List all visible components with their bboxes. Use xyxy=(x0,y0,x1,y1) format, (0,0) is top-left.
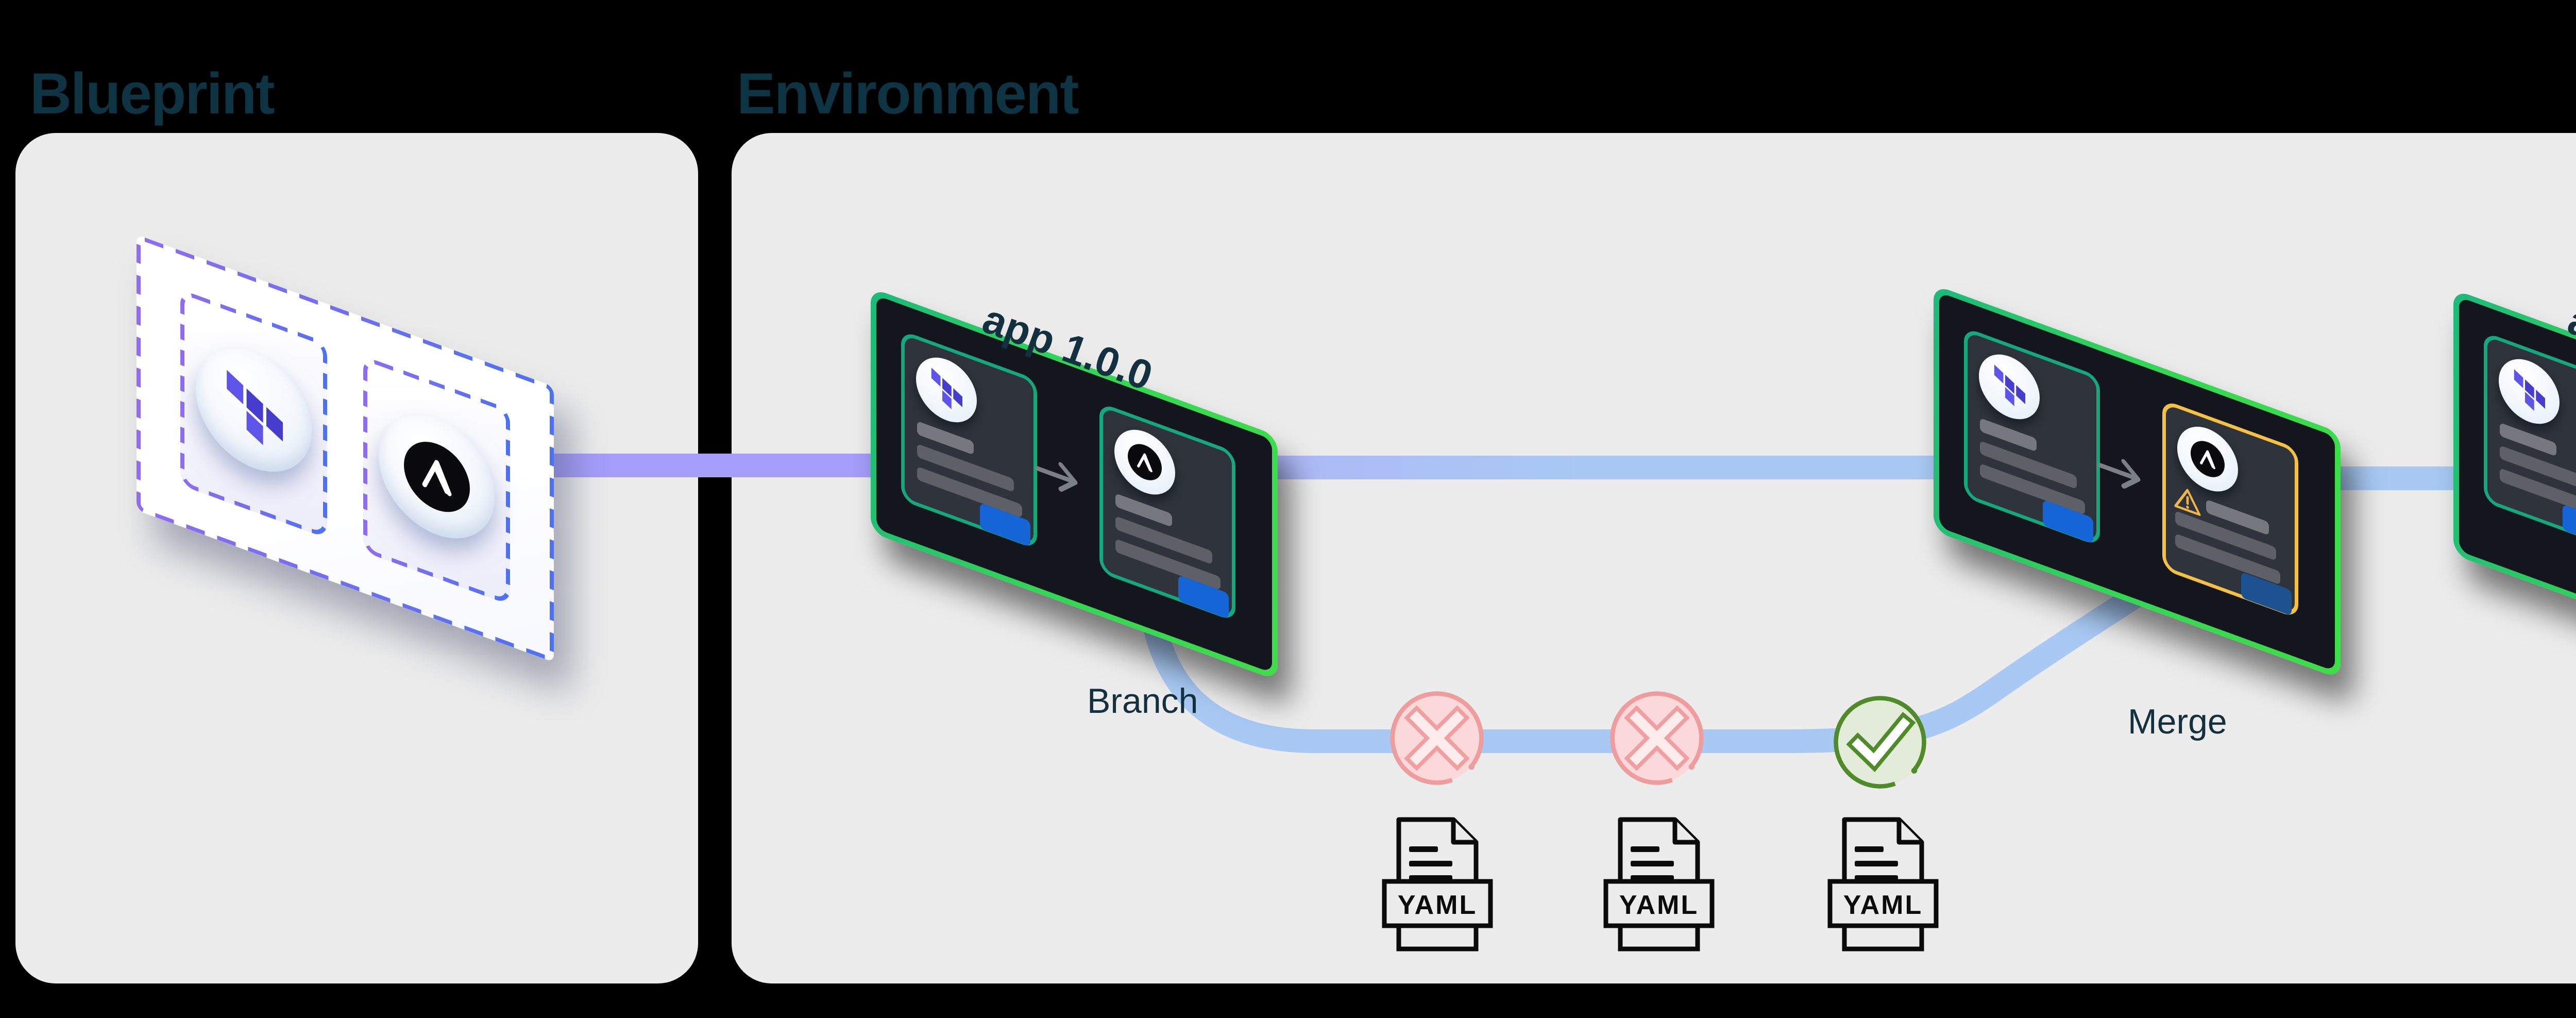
blueprint-ansible-slot xyxy=(363,356,510,605)
arrow-right-icon xyxy=(2097,459,2141,489)
ansible-logo xyxy=(2200,450,2215,470)
app1-card xyxy=(871,288,1278,681)
app1-terraform-panel xyxy=(901,330,1037,550)
yaml-file-icon: YAML xyxy=(1826,814,1940,953)
arrow-right-icon xyxy=(1035,462,1078,492)
terraform-chip xyxy=(1979,345,2040,428)
blueprint-card xyxy=(137,235,554,662)
blueprint-terraform-slot xyxy=(180,289,327,539)
fail-icon xyxy=(1607,688,1706,791)
terraform-chip xyxy=(916,348,977,431)
fail-icon xyxy=(1387,688,1486,791)
terraform-logo xyxy=(2514,369,2545,411)
branch-label: Branch xyxy=(1087,681,1198,721)
warning-triangle-icon xyxy=(2174,489,2201,516)
button-placeholder xyxy=(2563,504,2576,548)
merge-label: Merge xyxy=(2128,702,2227,741)
ansible-chip xyxy=(2177,418,2238,501)
environment-section-title: Environment xyxy=(737,61,1079,126)
yaml-file-label: YAML xyxy=(1619,890,1699,920)
blueprint-section-title: Blueprint xyxy=(30,61,275,126)
ansible-logo xyxy=(1137,453,1153,473)
ansible-chip xyxy=(379,397,495,556)
merge-ansible-panel-warning xyxy=(2162,399,2298,619)
merge-card xyxy=(1934,285,2341,679)
yaml-file-icon: YAML xyxy=(1602,814,1716,953)
terraform-chip xyxy=(196,330,312,489)
app2-card xyxy=(2453,289,2576,705)
terraform-logo xyxy=(931,368,962,409)
app2-terraform-panel xyxy=(2484,331,2576,552)
app1-ansible-panel xyxy=(1099,402,1235,622)
yaml-file-icon: YAML xyxy=(1380,814,1495,953)
terraform-logo xyxy=(226,369,283,445)
terraform-logo xyxy=(1994,364,2025,406)
ansible-chip xyxy=(1114,421,1175,504)
ansible-logo xyxy=(422,459,451,496)
terraform-chip xyxy=(2499,350,2560,433)
yaml-file-label: YAML xyxy=(1843,890,1923,920)
yaml-file-label: YAML xyxy=(1398,890,1478,920)
merge-terraform-panel xyxy=(1964,327,2100,547)
success-icon xyxy=(1831,692,1929,795)
